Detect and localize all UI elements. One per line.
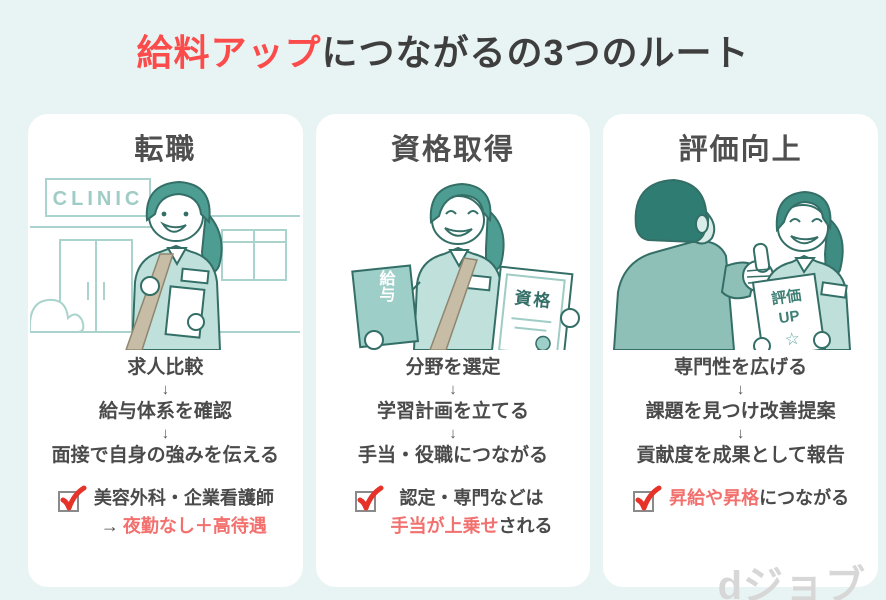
nurse-figure bbox=[351, 182, 580, 350]
nurse-smile bbox=[160, 221, 188, 233]
nurse-hair bbox=[146, 180, 211, 225]
route-cards: 転職 CLINIC bbox=[28, 114, 879, 587]
nurse-hand-on-strap bbox=[140, 276, 161, 296]
paper-text-hyoka: 評価 bbox=[770, 286, 802, 308]
card-job-change-title: 転職 bbox=[134, 134, 197, 166]
manager-hair bbox=[634, 178, 708, 244]
bag-strap bbox=[125, 253, 175, 350]
evaluation-steps: 専門性を広げる ↓ 課題を見つけ改善提案 ↓ 貢献度を成果として報告 bbox=[603, 354, 878, 469]
nurse-eye-left bbox=[788, 218, 801, 223]
down-arrow-icon: ↓ bbox=[449, 425, 457, 442]
job-change-steps: 求人比較 ↓ 給与体系を確認 ↓ 面接で自身の強みを伝える bbox=[28, 354, 303, 469]
note-line-1: 昇給や昇格につながる bbox=[669, 488, 850, 508]
note-text: 美容外科・企業看護師 →夜勤なし＋高待遇 bbox=[94, 485, 274, 541]
nurse-figure bbox=[125, 180, 223, 350]
manager-suit bbox=[612, 240, 735, 350]
certificate-text: 資格 bbox=[514, 287, 554, 311]
qualification-steps: 分野を選定 ↓ 学習計画を立てる ↓ 手当・役職につながる bbox=[316, 354, 591, 469]
note-text: 認定・専門などは 手当が上乗せされる bbox=[391, 485, 553, 541]
page-title-rest: につながるの3つのルート bbox=[321, 32, 750, 73]
nurse-hand-left bbox=[752, 337, 771, 350]
nurse-collar bbox=[793, 257, 816, 274]
name-badge bbox=[819, 281, 848, 299]
step: 課題を見つけ改善提案 bbox=[645, 401, 836, 422]
page-title-highlight: 給料アップ bbox=[136, 32, 322, 73]
nurse-certificate-illustration: 給与 資格 bbox=[351, 182, 580, 350]
card-evaluation: 評価向上 bbox=[603, 114, 879, 587]
right-arrow-icon: → bbox=[100, 515, 119, 536]
page-title: 給料アップにつながるの3つのルート bbox=[0, 24, 886, 76]
red-checkbox-icon bbox=[633, 485, 662, 512]
bush bbox=[30, 298, 85, 333]
nurse-hand-envelope bbox=[187, 313, 206, 331]
nurse-hand-right bbox=[812, 331, 831, 349]
evaluation-illustration: 評価 UP ☆ bbox=[612, 178, 851, 350]
nurse-eye-left bbox=[445, 210, 457, 215]
manager-ear bbox=[694, 214, 709, 234]
note-line-1: 美容外科・企業看護師 bbox=[93, 488, 274, 508]
paper-star-icon: ☆ bbox=[783, 329, 801, 350]
red-checkbox-icon bbox=[57, 485, 87, 512]
note-text: 昇給や昇格につながる bbox=[669, 485, 849, 513]
nurse-hand-envelope bbox=[364, 330, 384, 350]
evaluation-note: 昇給や昇格につながる bbox=[603, 485, 878, 513]
nurse-eye-right bbox=[467, 210, 479, 215]
salary-envelope bbox=[351, 264, 420, 349]
nurse-hand-certificate bbox=[560, 308, 580, 328]
down-arrow-icon: ↓ bbox=[449, 381, 457, 398]
nurse-hair bbox=[429, 182, 492, 224]
evaluation-paper bbox=[751, 272, 826, 350]
step: 貢献度を成果として報告 bbox=[636, 445, 845, 466]
bag-strap bbox=[429, 257, 479, 350]
manager-figure bbox=[612, 178, 774, 350]
nurse-eye-right bbox=[810, 218, 823, 223]
clinic-building bbox=[30, 178, 301, 333]
step: 分野を選定 bbox=[405, 357, 501, 378]
salary-envelope-text: 給与 bbox=[377, 269, 396, 302]
thumbs-up-thumb bbox=[752, 242, 770, 273]
clinic-nurse-illustration: CLINIC bbox=[30, 178, 301, 350]
note-line-1: 認定・専門などは bbox=[399, 488, 544, 508]
name-badge bbox=[180, 267, 210, 285]
step: 面接で自身の強みを伝える bbox=[51, 445, 280, 466]
step: 求人比較 bbox=[127, 357, 204, 378]
clinic-door-right bbox=[95, 239, 134, 333]
step: 給与体系を確認 bbox=[98, 401, 232, 422]
clinic-sign-text: CLINIC bbox=[53, 188, 144, 210]
card-qualification: 資格取得 bbox=[315, 114, 591, 587]
job-change-note: 美容外科・企業看護師 →夜勤なし＋高待遇 bbox=[28, 485, 303, 541]
qualification-note: 認定・専門などは 手当が上乗せされる bbox=[316, 485, 591, 541]
certificate-seal bbox=[535, 335, 551, 350]
down-arrow-icon: ↓ bbox=[161, 381, 170, 398]
step: 学習計画を立てる bbox=[377, 401, 530, 422]
nurse-hair bbox=[775, 190, 832, 233]
step: 手当・役職につながる bbox=[358, 445, 549, 466]
card-evaluation-title: 評価向上 bbox=[678, 134, 803, 166]
note-line-2: →夜勤なし＋高待遇 bbox=[100, 515, 267, 536]
d-job-logo: dジョブ bbox=[717, 564, 866, 600]
card-qualification-title: 資格取得 bbox=[391, 134, 516, 166]
step: 専門性を広げる bbox=[674, 357, 808, 378]
paper-text-up: UP bbox=[777, 307, 800, 327]
down-arrow-icon: ↓ bbox=[736, 425, 745, 442]
note-line-2: 手当が上乗せされる bbox=[390, 515, 553, 536]
nurse-smile bbox=[444, 227, 473, 237]
down-arrow-icon: ↓ bbox=[161, 425, 170, 442]
nurse-figure bbox=[751, 190, 851, 350]
card-job-change: 転職 CLINIC bbox=[28, 114, 303, 587]
nurse-smile bbox=[789, 235, 819, 245]
down-arrow-icon: ↓ bbox=[736, 381, 745, 398]
red-checkbox-icon bbox=[354, 485, 383, 512]
